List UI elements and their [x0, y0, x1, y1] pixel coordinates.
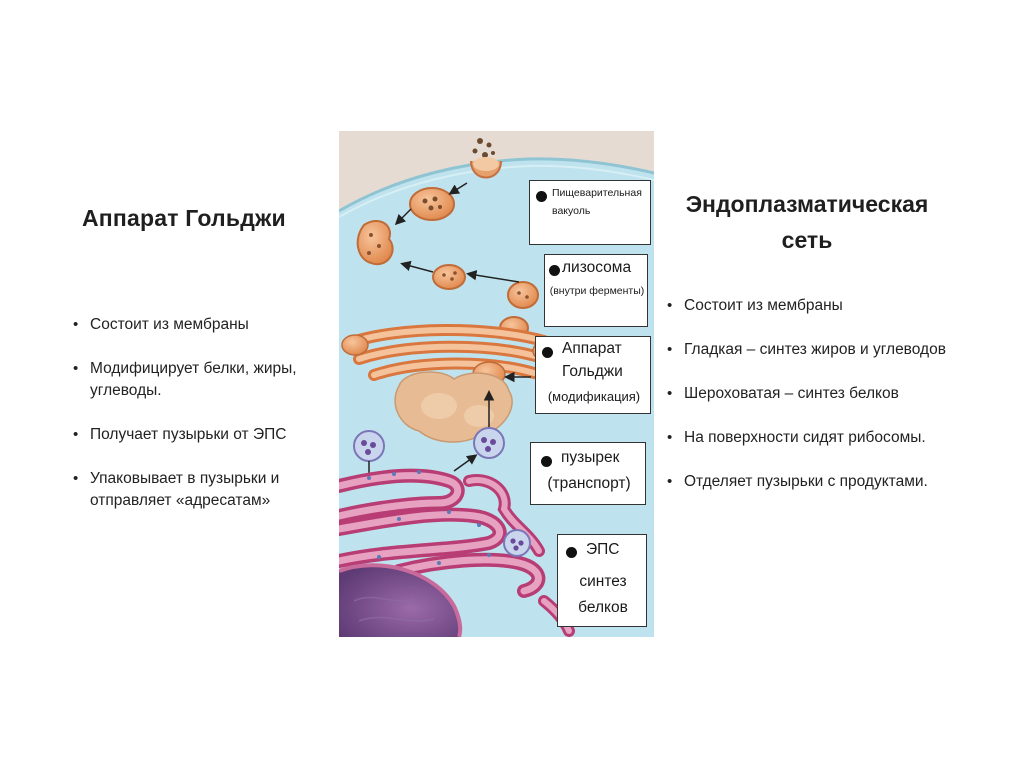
er-title-line: Эндоплазматическая	[685, 191, 929, 217]
er-bullet: Отделяет пузырьки с продуктами.	[664, 471, 964, 493]
particles	[472, 138, 495, 158]
golgi-stack	[343, 324, 550, 381]
er-bullet: Шероховатая – синтез белков	[664, 383, 964, 405]
bullet-dot-icon	[549, 265, 560, 276]
callout-lysosome: лизосома (внутри ферменты)	[544, 254, 648, 327]
er-bullet: На поверхности сидят рибосомы.	[664, 427, 964, 449]
callout-vesicle: пузырек (транспорт)	[530, 442, 646, 505]
callout-text: Аппарат	[562, 340, 622, 357]
golgi-title: Аппарат Гольджи	[82, 205, 286, 231]
callout-digestive-vacuole: Пищеварительная вакуоль	[529, 180, 651, 245]
callout-text: Пищеварительная	[552, 187, 642, 199]
bullet-dot-icon	[536, 191, 547, 202]
callout-text: (модификация)	[547, 389, 641, 404]
callout-text: синтез	[579, 573, 627, 590]
golgi-bullet: Состоит из мембраны	[70, 314, 340, 336]
callout-golgi: Аппарат Гольджи (модификация)	[535, 336, 651, 414]
callout-text: пузырек	[561, 449, 620, 466]
er-folds	[332, 468, 575, 637]
callout-text: белков	[578, 599, 628, 616]
er-bullet-list: Состоит из мембраны Гладкая – синтез жир…	[664, 295, 964, 515]
golgi-bullet: Модифицирует белки, жиры, углеводы.	[70, 358, 340, 402]
er-bullet: Гладкая – синтез жиров и углеводов	[664, 339, 964, 361]
er-bullet: Состоит из мембраны	[664, 295, 964, 317]
golgi-bullet: Получает пузырьки от ЭПС	[70, 424, 340, 446]
golgi-bullet-list: Состоит из мембраны Модифицирует белки, …	[70, 314, 340, 512]
bullet-dot-icon	[542, 347, 553, 358]
er-title: Эндоплазматическая сеть	[662, 186, 952, 258]
callout-text: вакуоль	[552, 205, 591, 217]
er-title-line: сеть	[781, 227, 833, 253]
callout-text: (транспорт)	[547, 475, 631, 492]
callout-eps: ЭПС синтез белков	[557, 534, 647, 627]
callout-text: (внутри ферменты)	[549, 285, 645, 297]
cell-diagram: Пищеварительная вакуоль лизосома (внутри…	[332, 131, 655, 638]
callout-text: ЭПС	[586, 541, 620, 558]
callout-text: лизосома	[562, 259, 632, 276]
callout-text: Гольджи	[562, 363, 623, 380]
bullet-dot-icon	[566, 547, 577, 558]
golgi-bullet: Упаковывает в пузырьки и отправляет «адр…	[70, 468, 340, 512]
bullet-dot-icon	[541, 456, 552, 467]
